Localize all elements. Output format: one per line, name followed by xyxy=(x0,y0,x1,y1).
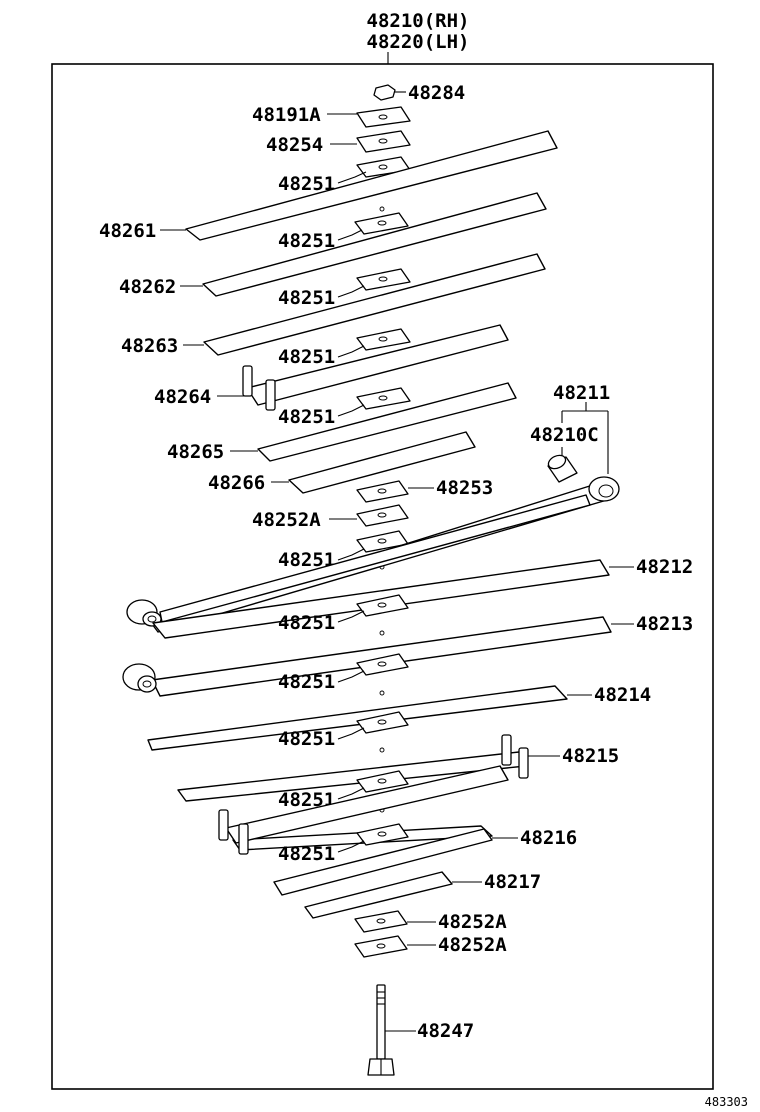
label-48211[interactable]: 48211 xyxy=(553,382,610,404)
label-48253[interactable]: 48253 xyxy=(436,477,493,499)
label-48251-e[interactable]: 48251 xyxy=(278,406,335,428)
part-48251-liner-i[interactable] xyxy=(337,711,409,740)
label-48214[interactable]: 48214 xyxy=(594,684,651,706)
label-48251-k[interactable]: 48251 xyxy=(278,843,335,865)
label-48251-b[interactable]: 48251 xyxy=(278,230,335,252)
part-48210c-bushing[interactable] xyxy=(546,453,578,483)
label-48265[interactable]: 48265 xyxy=(167,441,224,463)
part-48212-main-leaf[interactable] xyxy=(126,476,620,633)
label-48215[interactable]: 48215 xyxy=(562,745,619,767)
label-48264[interactable]: 48264 xyxy=(154,386,211,408)
label-48261[interactable]: 48261 xyxy=(99,220,156,242)
label-48263[interactable]: 48263 xyxy=(121,335,178,357)
part-48284-nut[interactable] xyxy=(373,84,406,101)
assembly-frame xyxy=(51,63,714,1090)
label-48247[interactable]: 48247 xyxy=(417,1020,474,1042)
label-48251-d[interactable]: 48251 xyxy=(278,346,335,368)
part-48191a-pad[interactable] xyxy=(327,106,411,128)
label-48252a-bottom-1[interactable]: 48252A xyxy=(438,911,507,933)
assembly-title-rh[interactable]: 48210(RH) xyxy=(367,10,470,32)
label-48213[interactable]: 48213 xyxy=(636,613,693,635)
label-48251-h[interactable]: 48251 xyxy=(278,671,335,693)
part-48213-leaf[interactable] xyxy=(122,616,634,697)
label-48216[interactable]: 48216 xyxy=(520,827,577,849)
part-48251-liner-k[interactable] xyxy=(337,823,409,853)
label-48251-c[interactable]: 48251 xyxy=(278,287,335,309)
label-48210c[interactable]: 48210C xyxy=(530,424,599,446)
part-48252a-pad-top[interactable] xyxy=(329,504,409,527)
part-48252a-pad-bottom-1[interactable] xyxy=(354,910,436,933)
figure-number: 483303 xyxy=(705,1095,748,1109)
label-48254[interactable]: 48254 xyxy=(266,134,323,156)
part-48211-bushing-leaders xyxy=(561,402,609,474)
part-48261-leaf[interactable] xyxy=(160,130,558,241)
assembly-title-lh[interactable]: 48220(LH) xyxy=(367,31,470,53)
label-48284[interactable]: 48284 xyxy=(408,82,465,104)
part-48264-leaf-with-clips[interactable] xyxy=(217,324,509,411)
label-48266[interactable]: 48266 xyxy=(208,472,265,494)
label-48251-i[interactable]: 48251 xyxy=(278,728,335,750)
label-48191a[interactable]: 48191A xyxy=(252,104,321,126)
part-48251-liner-d[interactable] xyxy=(337,328,411,358)
label-48251-f[interactable]: 48251 xyxy=(278,549,335,571)
part-48251-liner-h[interactable] xyxy=(337,653,409,683)
part-48251-liner-c[interactable] xyxy=(337,268,411,298)
part-48253-pad[interactable] xyxy=(356,480,434,503)
part-48262-leaf[interactable] xyxy=(180,192,547,297)
part-48252a-pad-bottom-2[interactable] xyxy=(354,935,436,958)
part-48214-leaf[interactable] xyxy=(147,685,592,751)
label-48251-a[interactable]: 48251 xyxy=(278,173,335,195)
part-48215-leaf-with-clips[interactable] xyxy=(177,734,560,802)
part-48251-liner-b[interactable] xyxy=(337,212,409,241)
label-48212[interactable]: 48212 xyxy=(636,556,693,578)
part-48251-liner-j[interactable] xyxy=(337,770,409,800)
part-48266-leaf[interactable] xyxy=(271,431,476,494)
part-48251-liner-e[interactable] xyxy=(337,387,411,417)
label-48217[interactable]: 48217 xyxy=(484,871,541,893)
label-48251-g[interactable]: 48251 xyxy=(278,612,335,634)
part-48247-center-bolt[interactable] xyxy=(367,984,416,1076)
part-48251-liner-g[interactable] xyxy=(337,594,409,623)
label-48252a-top[interactable]: 48252A xyxy=(252,509,321,531)
part-48254-pad[interactable] xyxy=(330,130,411,153)
part-48217-leaf[interactable] xyxy=(273,828,493,919)
label-48252a-bottom-2[interactable]: 48252A xyxy=(438,934,507,956)
part-48265-leaf[interactable] xyxy=(230,382,517,462)
label-48262[interactable]: 48262 xyxy=(119,276,176,298)
part-48263-leaf[interactable] xyxy=(183,253,546,356)
label-48251-j[interactable]: 48251 xyxy=(278,789,335,811)
